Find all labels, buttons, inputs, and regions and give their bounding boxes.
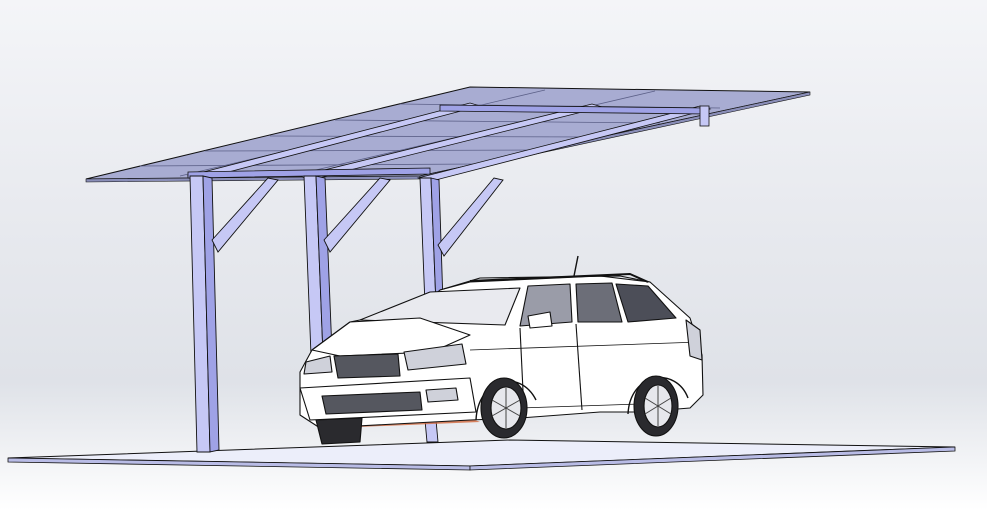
lower-grille — [321, 391, 423, 415]
side-crease — [469, 341, 701, 351]
rear-quarter-window — [615, 283, 677, 323]
fog-lights — [425, 387, 459, 403]
tail-light — [685, 319, 703, 361]
rear-rim-spokes — [644, 386, 672, 426]
roof-panel-array — [85, 86, 811, 180]
headlight-left — [303, 355, 333, 375]
rear-wheel — [627, 375, 689, 437]
front-left-tire — [315, 417, 363, 445]
door-line-2 — [575, 323, 583, 411]
frame-1 — [189, 175, 279, 453]
frame-3 — [419, 177, 504, 443]
station-wagon-car — [299, 255, 704, 445]
slab-right-edge — [469, 446, 956, 471]
grille — [333, 353, 401, 379]
roof-rails — [469, 273, 649, 283]
headlight-right — [403, 343, 467, 371]
antenna — [573, 255, 579, 277]
brace-2 — [323, 177, 391, 253]
brace-1 — [211, 177, 279, 253]
side-mirror — [527, 311, 553, 329]
side-sill — [519, 403, 641, 409]
front-rim-spokes — [491, 388, 521, 428]
solar-roof — [85, 86, 811, 183]
windshield — [359, 287, 521, 326]
column-1-side — [202, 175, 220, 453]
brace-3 — [437, 177, 504, 257]
cross-beam-front — [187, 167, 431, 179]
beam-end-plate — [699, 105, 710, 127]
front-wheel — [475, 377, 537, 439]
ground-slab — [7, 439, 956, 471]
front-left-wheel — [315, 417, 363, 445]
side-window-rear — [575, 282, 623, 323]
